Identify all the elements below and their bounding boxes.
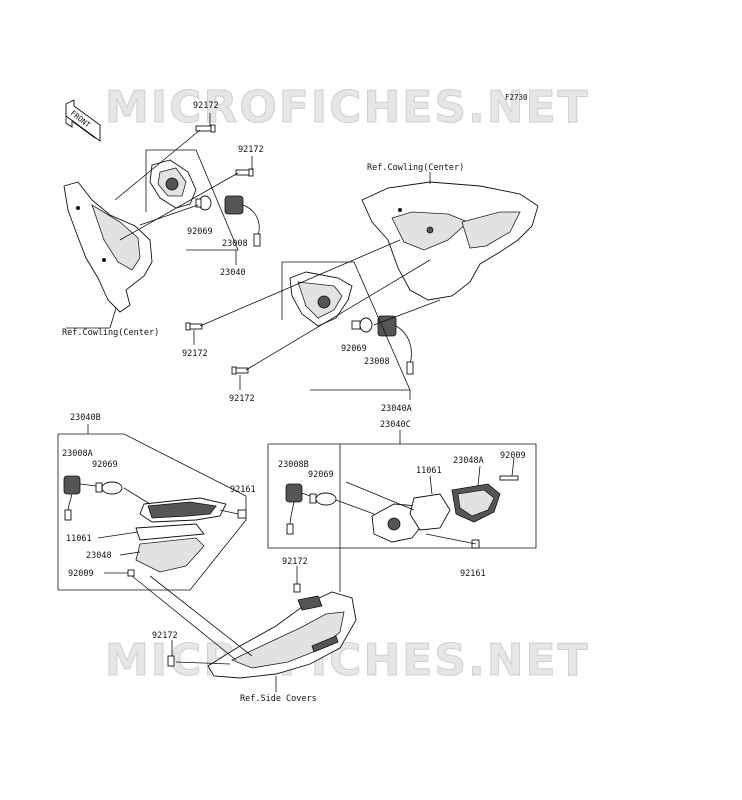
label-ref-cowling: Ref.Cowling(Center) [62,328,159,338]
screw-icon [185,322,203,331]
label-11061: 11061 [416,466,442,476]
gasket-icon [135,523,205,541]
label-92172: 92172 [152,631,178,641]
label-23048A: 23048A [453,456,484,466]
side-cover-part [207,591,357,679]
watermark-top: MICROFICHES.NET [105,82,590,133]
screw-icon [293,583,301,593]
socket-icon [224,195,261,247]
label-92172: 92172 [193,101,219,111]
turn-signal-housing-rear-left [139,497,227,523]
label-92069: 92069 [187,227,213,237]
label-92172: 92172 [282,557,308,567]
socket-icon [377,315,414,375]
label-92069: 92069 [341,344,367,354]
label-92161: 92161 [460,569,486,579]
label-23008B: 23008B [278,460,309,470]
label-ref-cowling: Ref.Cowling(Center) [367,163,464,173]
screw-icon [235,168,254,177]
screw-icon [167,655,175,667]
bulb-icon [95,481,123,495]
screw-icon [195,124,216,133]
label-11061: 11061 [66,534,92,544]
bulb-icon [195,195,212,211]
socket-icon [63,475,81,521]
bulb-icon [309,492,337,506]
label-92172: 92172 [238,145,264,155]
label-92161: 92161 [230,485,256,495]
label-23040A: 23040A [381,404,412,414]
bulb-icon [351,317,373,333]
label-92069: 92069 [308,470,334,480]
turn-signal-housing-left [149,159,197,209]
label-92009: 92009 [68,569,94,579]
label-ref-side-covers: Ref.Side Covers [240,694,317,704]
label-23040: 23040 [220,268,246,278]
label-23008: 23008 [364,357,390,367]
lens-rear-left [135,537,205,573]
label-23008A: 23008A [62,449,93,459]
figure-code: F2730 [505,93,528,102]
gasket-icon [409,493,451,531]
nut-icon [237,509,247,519]
turn-signal-housing-right [289,271,353,327]
label-92172: 92172 [182,349,208,359]
watermark-bottom: MICROFICHES.NET [105,635,590,686]
label-92172: 92172 [229,394,255,404]
label-92069: 92069 [92,460,118,470]
front-arrow-icon: FRONT [65,99,101,142]
label-23048: 23048 [86,551,112,561]
label-23040B: 23040B [70,413,101,423]
screw-icon [499,475,519,481]
screw-icon [127,569,135,577]
label-23040C: 23040C [380,420,411,430]
label-92009: 92009 [500,451,526,461]
cowling-center-part [361,181,539,301]
label-23008: 23008 [222,239,248,249]
screw-icon [231,366,249,375]
socket-icon [285,483,303,535]
lens-rear-right [451,483,501,523]
cowling-left-part [63,181,153,313]
